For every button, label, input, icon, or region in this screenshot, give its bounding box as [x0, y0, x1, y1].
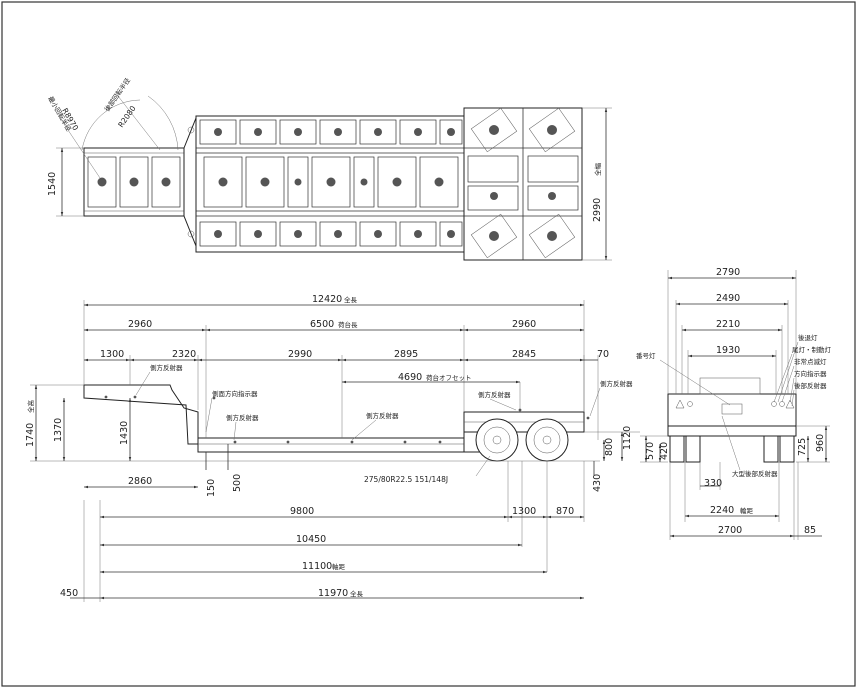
dim-2240: 2240: [710, 505, 734, 516]
dim-2320: 2320: [172, 349, 196, 360]
dim-2990-side: 2990: [288, 349, 312, 360]
label-turn: 方向指示器: [794, 369, 827, 378]
label-side-reflector-3: 側方反射器: [366, 411, 399, 420]
dim-2960-rear: 2960: [512, 319, 536, 330]
track-label: 輪距: [740, 506, 754, 515]
dim-10450: 10450: [296, 534, 326, 545]
wheelbase-label: 軸距: [332, 562, 346, 571]
rear-view: 2790 2490 2210 1930 番号灯 後退灯 尾灯・制動灯 非常点滅灯…: [636, 267, 832, 540]
dim-800: 800: [604, 438, 615, 456]
height-label: 全高: [26, 400, 35, 414]
dim-725: 725: [797, 438, 808, 456]
plan-deck-panels-mid: [203, 156, 459, 208]
dim-1540: 1540: [47, 172, 58, 196]
rear-tires: [669, 435, 795, 463]
dim-1370: 1370: [53, 418, 64, 442]
dim-420: 420: [659, 442, 670, 460]
dim-870: 870: [556, 506, 574, 517]
dim-2490: 2490: [716, 293, 740, 304]
dim-1300-bottom: 1300: [512, 506, 536, 517]
dim-2960-front: 2960: [128, 319, 152, 330]
dim-9800: 9800: [290, 506, 314, 517]
label-rear-reflector: 後部反射器: [794, 381, 827, 390]
tire-spec: 275/80R22.5 151/148J: [364, 475, 448, 484]
label-plate-lamp: 番号灯: [636, 351, 656, 360]
dim-1300-top: 1300: [100, 349, 124, 360]
dim-2790: 2790: [716, 267, 740, 278]
dim-2700: 2700: [718, 525, 742, 536]
label-side-reflector-4: 側方反射器: [478, 390, 511, 399]
dim-2860: 2860: [128, 476, 152, 487]
label-side-reflector-2: 側方反射器: [226, 413, 259, 422]
dim-11100: 11100: [302, 561, 332, 572]
deck-length-label: 荷台長: [338, 320, 358, 329]
dim-85: 85: [804, 525, 816, 536]
dim-2845: 2845: [512, 349, 536, 360]
dim-1120: 1120: [622, 426, 633, 450]
plan-deck-panels-top: [199, 119, 463, 145]
label-side-reflector-5: 側方反射器: [600, 379, 633, 388]
dim-2210: 2210: [716, 319, 740, 330]
dim-2895: 2895: [394, 349, 418, 360]
label-side-reflector-1: 側方反射器: [150, 363, 183, 372]
dim-150: 150: [206, 479, 217, 497]
dim-6500: 6500: [310, 319, 334, 330]
dim-2990: 2990: [592, 198, 603, 222]
side-view: 12420 全長 2960 6500 荷台長 2960 1300 2320 29…: [25, 294, 640, 602]
width-label: 全幅: [593, 163, 602, 177]
rear-turn-radius-value: R2080: [116, 104, 137, 129]
overall-length-label: 全長: [344, 295, 358, 304]
dim-1930: 1930: [716, 345, 740, 356]
side-wheels: [475, 418, 569, 462]
label-side-turn-signal: 側面方向指示器: [212, 389, 258, 398]
dim-330: 330: [704, 478, 722, 489]
label-tail-lamp: 後退灯: [798, 333, 818, 342]
dim-570: 570: [645, 442, 656, 460]
dim-430: 430: [592, 474, 603, 492]
dim-1430: 1430: [119, 421, 130, 445]
label-big-reflector: 大型後部反射器: [732, 469, 778, 478]
dim-12420: 12420: [312, 294, 342, 305]
dim-70: 70: [597, 349, 609, 360]
dim-11970: 11970: [318, 588, 348, 599]
label-hazard: 非常点滅灯: [794, 357, 827, 366]
dim-450: 450: [60, 588, 78, 599]
label-stop-lamp: 尾灯・制動灯: [792, 345, 832, 354]
dim-4690: 4690: [398, 372, 422, 383]
dim-500: 500: [232, 474, 243, 492]
bottom-total-label: 全長: [350, 589, 364, 598]
plan-deck-panels-bottom: [199, 221, 463, 247]
offset-label: 荷台オフセット: [426, 373, 472, 382]
dim-1740: 1740: [25, 423, 36, 447]
plan-view: 最小回転半径 R8970 後部回転半径 R2080 1540 2990 全幅: [46, 76, 612, 261]
dim-960: 960: [815, 434, 826, 452]
plan-wheels: [470, 107, 576, 259]
plan-gooseneck-panels: [87, 156, 181, 208]
